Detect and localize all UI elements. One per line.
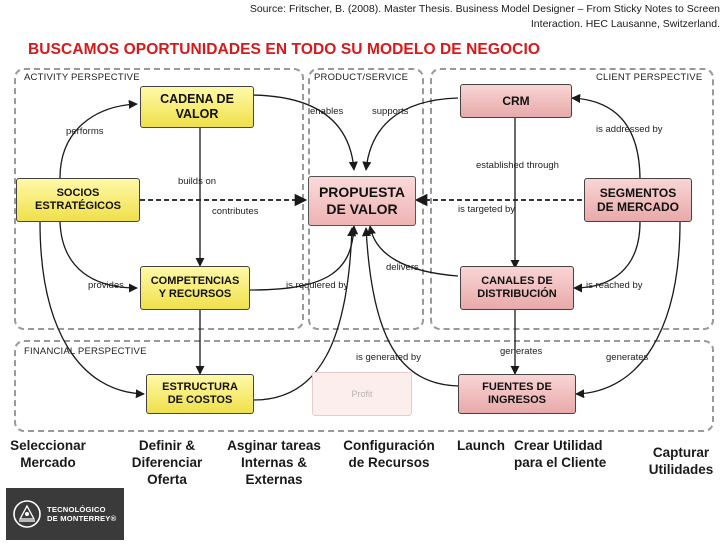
activity-perspective-label: ACTIVITY PERSPECTIVE — [24, 72, 140, 83]
box-fuentes-de-ingresos: FUENTES DE INGRESOS — [458, 374, 576, 414]
box-cadena-de-valor: CADENA DE VALOR — [140, 86, 254, 128]
step-seleccionar-mercado: Seleccionar Mercado — [10, 438, 86, 470]
step-crear-utilidad: Crear Utilidad para el Cliente — [514, 438, 607, 470]
relation-is-addressed-by: is addressed by — [596, 124, 663, 135]
tec-monterrey-logo: TECNOLÓGICO DE MONTERREY® — [6, 488, 124, 540]
relation-supports: supports — [372, 106, 409, 117]
relation-delivers: delivers — [386, 262, 419, 273]
relation-provides: provides — [88, 280, 124, 291]
relation-enables: enables — [310, 106, 344, 117]
step-configuracion-de-recursos: Configuración de Recursos — [343, 438, 435, 470]
logo-text: TECNOLÓGICO DE MONTERREY® — [47, 505, 117, 523]
arrow-is-addressed-by — [571, 93, 641, 181]
box-competencias-y-recursos: COMPETENCIAS Y RECURSOS — [140, 266, 250, 310]
relation-established-through: established through — [476, 160, 559, 171]
step-definir-diferenciar-oferta: Definir & Diferenciar Oferta — [131, 438, 203, 487]
relation-generates-segmentos: generates — [606, 352, 649, 363]
box-profit: Profit — [312, 372, 412, 416]
arrow-estructura-propuesta — [253, 227, 357, 401]
arrow-is-required-by — [249, 225, 359, 291]
relation-is-reached-by: is reached by — [586, 280, 643, 291]
relation-contributes: contributes — [212, 206, 259, 217]
arrow-performs — [59, 99, 138, 179]
arrow-generates-segmentos — [575, 221, 681, 399]
financial-perspective-region — [14, 340, 714, 432]
step-asignar-tareas: Asginar tareas Internas & Externas — [227, 438, 321, 487]
box-canales-de-distribucion: CANALES DE DISTRIBUCIÓN — [460, 266, 574, 310]
box-propuesta-de-valor: PROPUESTA DE VALOR — [308, 176, 416, 226]
page-title: BUSCAMOS OPORTUNIDADES EN TODO SU MODELO… — [28, 41, 541, 58]
arrow-is-reached-by — [573, 221, 641, 293]
arrow-socios-estructura — [39, 221, 145, 399]
relation-is-targeted-by: is targeted by — [458, 204, 516, 215]
tec-monterrey-seal-icon — [13, 500, 41, 528]
relation-builds-on: builds on — [178, 176, 217, 187]
box-socios-estrategicos: SOCIOS ESTRATÉGICOS — [16, 178, 140, 222]
step-capturar-utilidades: Capturar Utilidades — [648, 445, 714, 477]
step-launch: Launch — [456, 438, 505, 453]
arrow-supports — [362, 97, 459, 171]
client-perspective-label: CLIENT PERSPECTIVE — [596, 72, 703, 83]
arrow-is-generated-by — [361, 227, 459, 387]
arrow-delivers — [366, 225, 459, 277]
box-estructura-de-costos: ESTRUCTURA DE COSTOS — [146, 374, 254, 414]
arrow-provides — [59, 221, 138, 293]
box-segmentos-de-mercado: SEGMENTOS DE MERCADO — [584, 178, 692, 222]
relation-performs: performs — [66, 126, 104, 137]
relation-is-generated-by: is generated by — [356, 352, 421, 363]
relation-generates-canales: generates — [500, 346, 543, 357]
client-perspective-region — [430, 68, 714, 330]
source-citation: Source: Fritscher, B. (2008). Master The… — [249, 3, 720, 30]
box-crm: CRM — [460, 84, 572, 118]
product-perspective-label: PRODUCT/SERVICE — [314, 72, 409, 83]
financial-perspective-label: FINANCIAL PERSPECTIVE — [24, 346, 147, 357]
relation-is-required-by: is requiered by — [286, 280, 349, 291]
arrow-enables — [247, 94, 358, 171]
